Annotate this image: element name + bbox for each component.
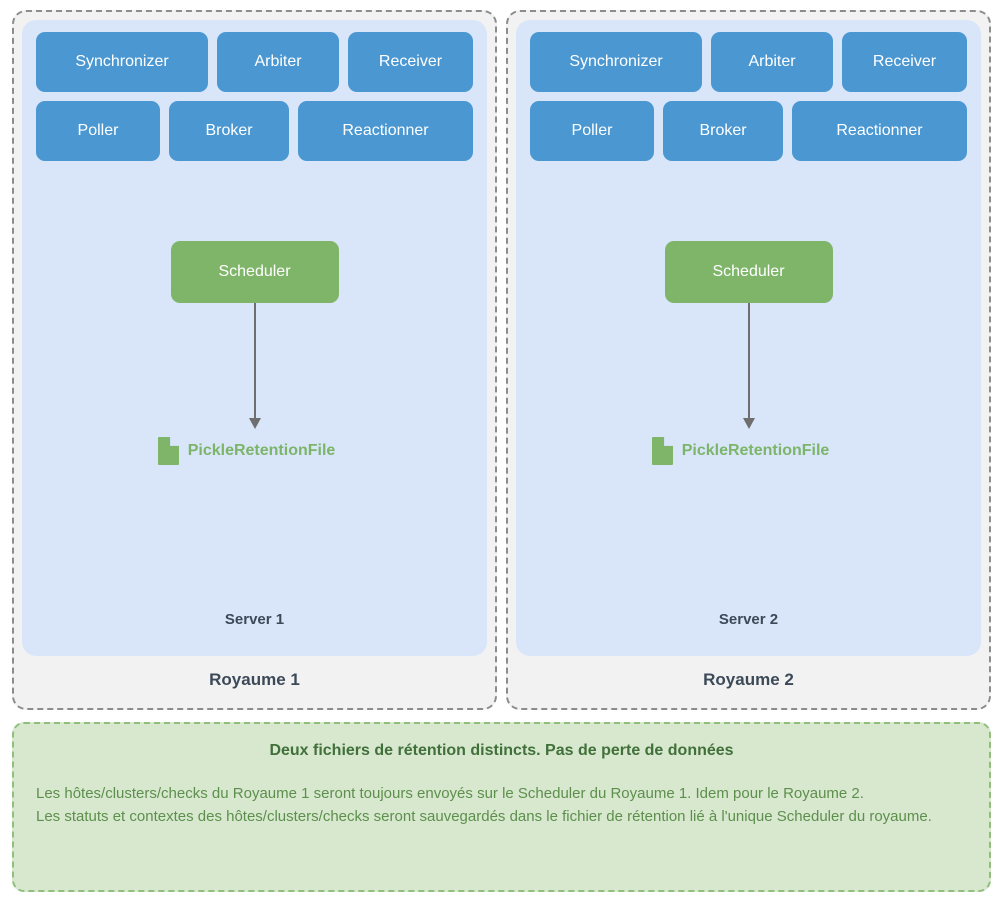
daemon-row-bottom-2: Poller Broker Reactionner [530,101,967,161]
daemon-row-bottom-1: Poller Broker Reactionner [36,101,473,161]
retention-file-label: PickleRetentionFile [681,442,830,459]
daemon-box-arbiter[interactable]: Arbiter [217,32,339,92]
arrow-line [253,303,256,421]
retention-file-1: PickleRetentionFile [157,437,336,465]
server-panel-1: Synchronizer Arbiter Receiver Poller Bro… [22,20,487,656]
scheduler-to-file-arrow-2 [739,303,759,429]
daemon-box-reactionner[interactable]: Reactionner [298,101,473,161]
realm-label-1: Royaume 1 [209,670,300,689]
daemon-row-top-2: Synchronizer Arbiter Receiver [530,32,967,92]
realms-row: Synchronizer Arbiter Receiver Poller Bro… [12,10,991,710]
file-icon [651,437,673,465]
scheduler-box-1[interactable]: Scheduler [170,241,339,303]
note-title: Deux fichiers de rétention distincts. Pa… [269,742,734,759]
daemon-box-receiver[interactable]: Receiver [348,32,473,92]
retention-file-2: PickleRetentionFile [651,437,830,465]
note-line-1: Les hôtes/clusters/checks du Royaume 1 s… [36,785,864,802]
daemon-box-reactionner[interactable]: Reactionner [792,101,967,161]
scheduler-to-file-arrow-1 [245,303,265,429]
realm-label-2: Royaume 2 [703,670,794,689]
arrow-line [747,303,750,421]
daemon-row-top-1: Synchronizer Arbiter Receiver [36,32,473,92]
daemon-box-synchronizer[interactable]: Synchronizer [530,32,702,92]
file-icon [157,437,179,465]
note-line-2: Les statuts et contextes des hôtes/clust… [36,808,932,825]
daemon-box-receiver[interactable]: Receiver [842,32,967,92]
scheduler-box-2[interactable]: Scheduler [664,241,833,303]
retention-file-label: PickleRetentionFile [187,442,336,459]
daemon-box-broker[interactable]: Broker [169,101,289,161]
scheduler-flow-2: Scheduler PickleRetentionFile [530,161,967,611]
server-label-1: Server 1 [224,611,285,628]
daemon-box-arbiter[interactable]: Arbiter [711,32,833,92]
server-label-2: Server 2 [718,611,779,628]
realm-container-2: Synchronizer Arbiter Receiver Poller Bro… [506,10,991,710]
arrow-head-icon [248,418,261,429]
note-body: Les hôtes/clusters/checks du Royaume 1 s… [36,782,967,828]
note-panel: Deux fichiers de rétention distincts. Pa… [12,722,991,892]
daemon-box-poller[interactable]: Poller [530,101,654,161]
daemon-grid-2: Synchronizer Arbiter Receiver Poller Bro… [530,32,967,161]
daemon-box-poller[interactable]: Poller [36,101,160,161]
daemon-grid-1: Synchronizer Arbiter Receiver Poller Bro… [36,32,473,161]
daemon-box-synchronizer[interactable]: Synchronizer [36,32,208,92]
realm-container-1: Synchronizer Arbiter Receiver Poller Bro… [12,10,497,710]
arrow-head-icon [742,418,755,429]
scheduler-flow-1: Scheduler PickleRetentionFile [36,161,473,611]
server-panel-2: Synchronizer Arbiter Receiver Poller Bro… [516,20,981,656]
daemon-box-broker[interactable]: Broker [663,101,783,161]
